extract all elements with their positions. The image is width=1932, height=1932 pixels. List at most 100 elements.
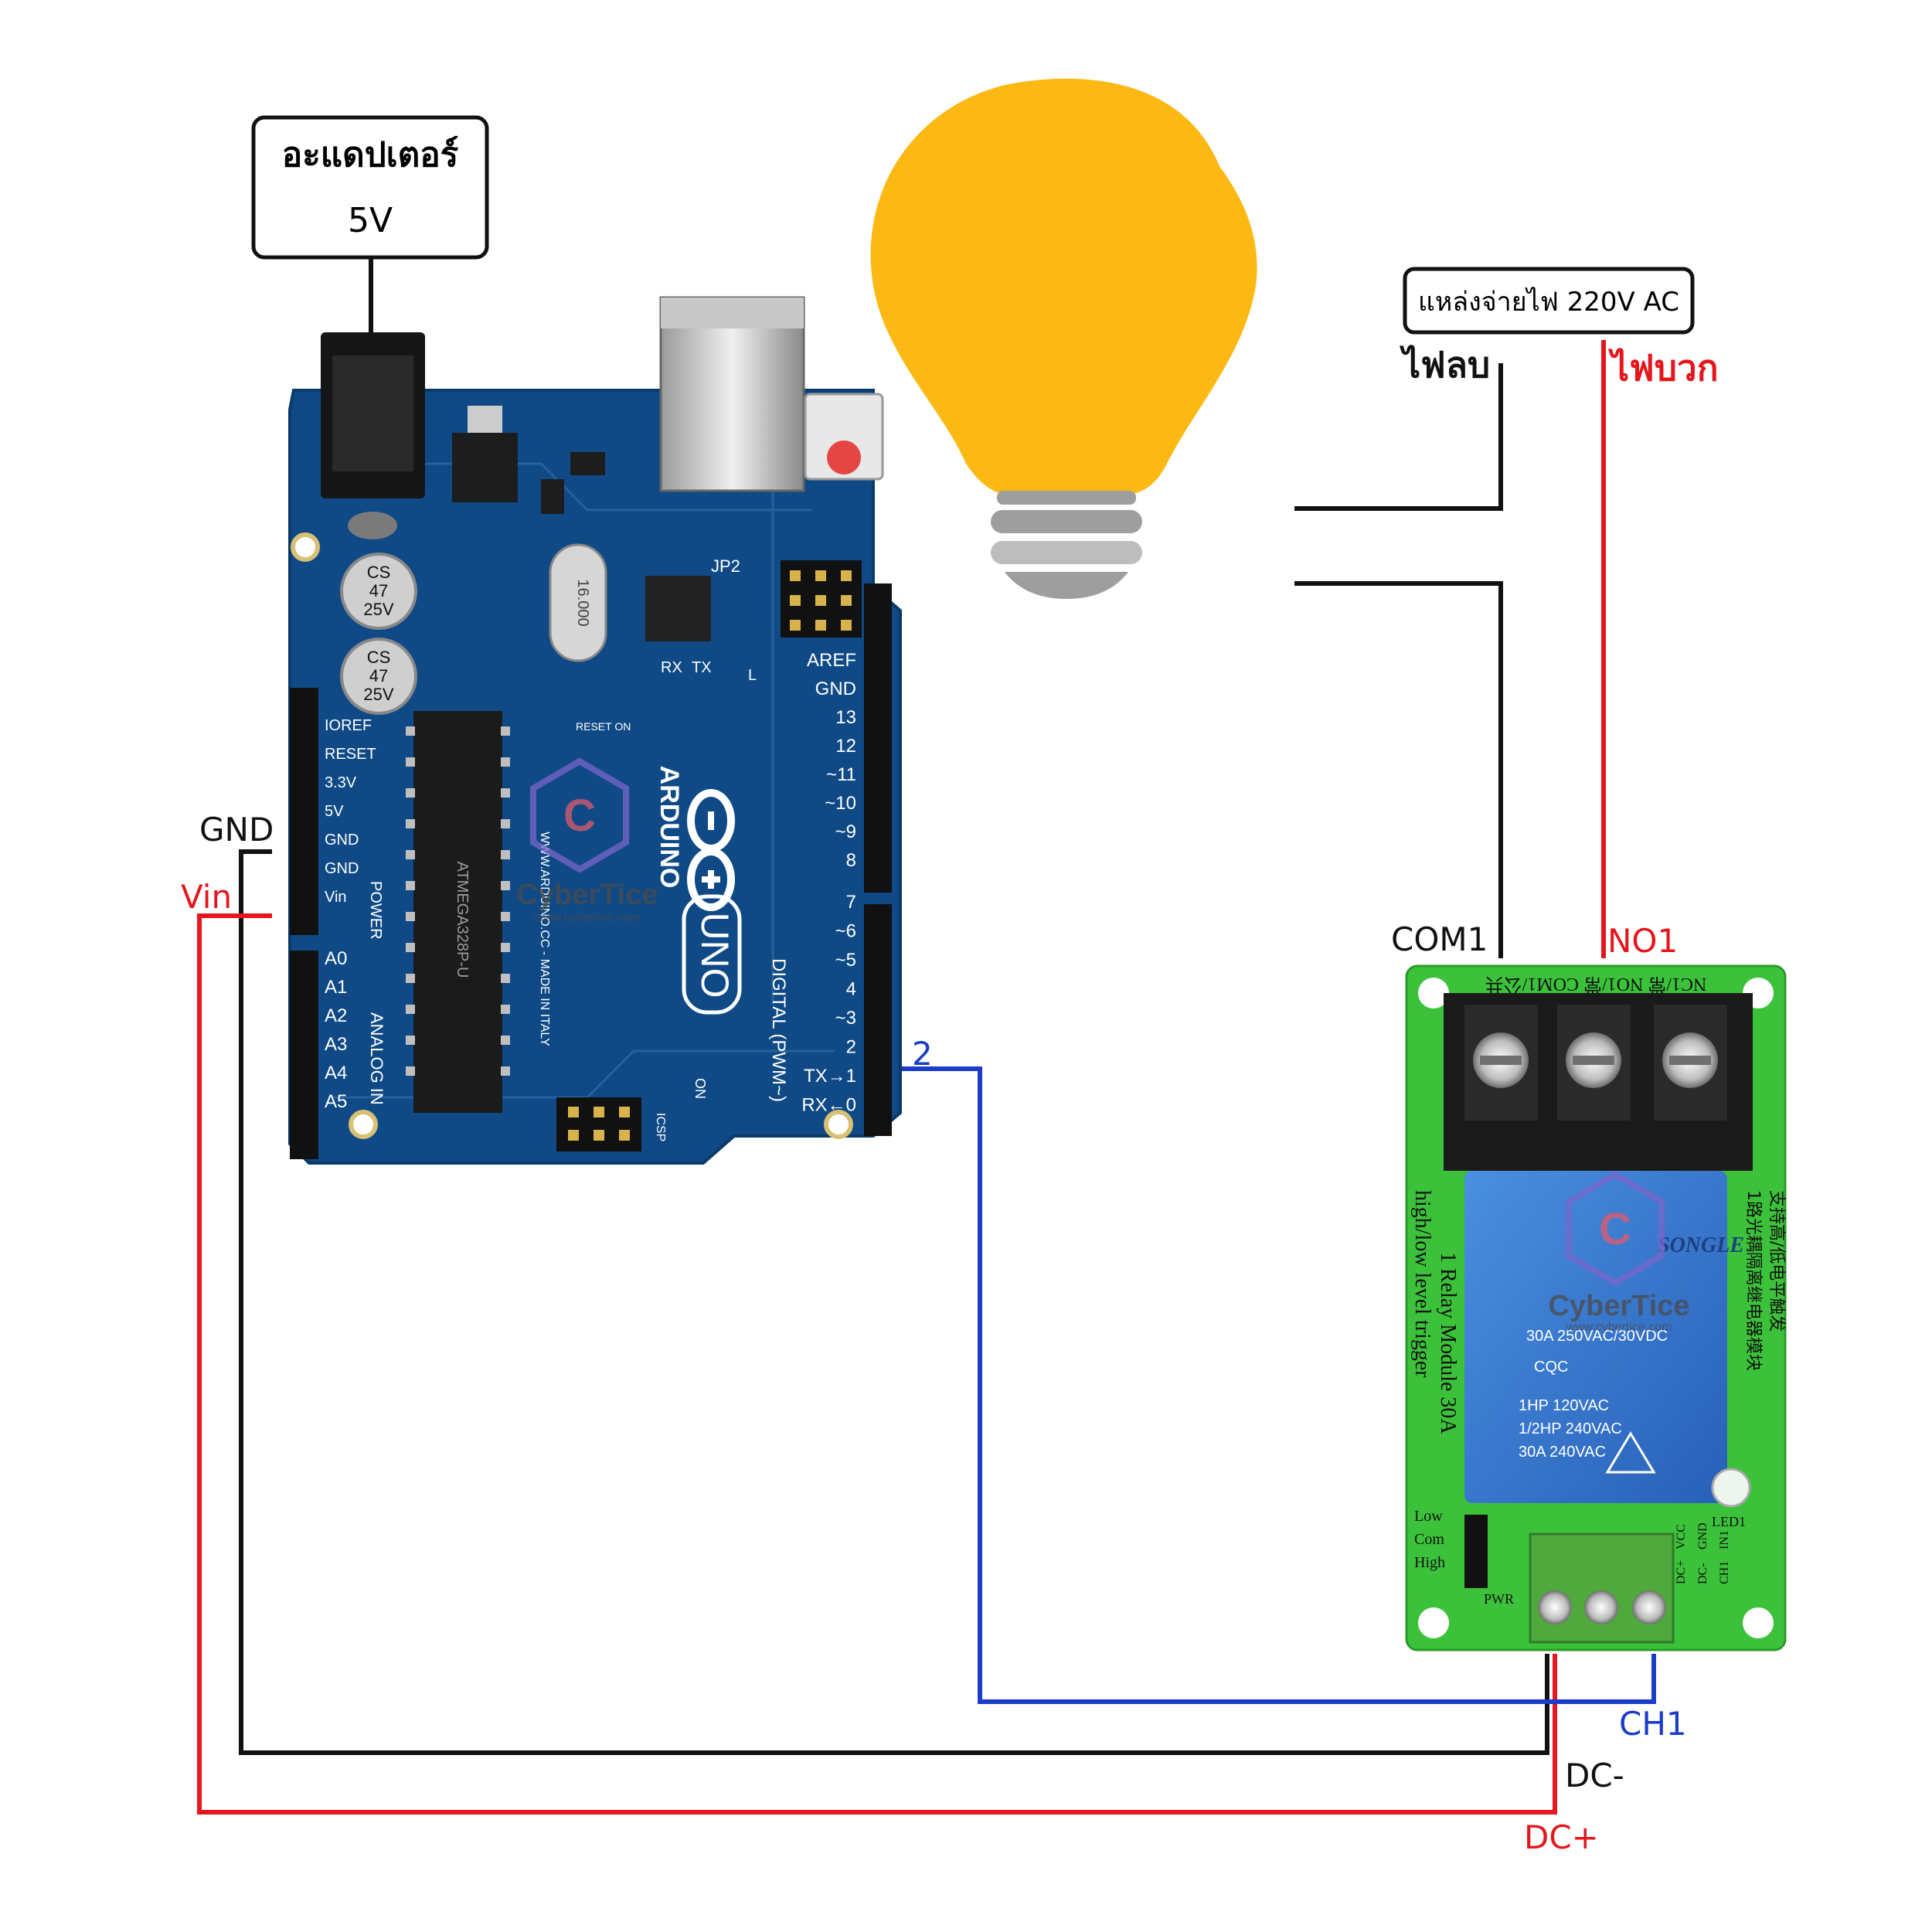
dc-jack bbox=[321, 332, 425, 539]
cqc-label: CQC bbox=[1534, 1359, 1568, 1376]
adapter-voltage: 5V bbox=[348, 201, 393, 240]
pin-label: ~5 bbox=[835, 950, 856, 971]
capacitor-top: CS 47 25V bbox=[340, 553, 417, 630]
jp2-label: JP2 bbox=[711, 556, 740, 576]
relay-pin-label: VCC bbox=[1675, 1524, 1688, 1549]
svg-text:Com: Com bbox=[1414, 1531, 1444, 1548]
svg-text:UNO: UNO bbox=[693, 912, 736, 998]
pin-label: A0 bbox=[325, 948, 347, 969]
pin-label: Vin bbox=[325, 889, 347, 906]
svg-text:CS: CS bbox=[367, 563, 391, 582]
watermark-url-left: www.cybertice.com bbox=[534, 911, 641, 924]
neutral-label: ไฟลบ bbox=[1399, 344, 1490, 386]
dc-plus-label: DC+ bbox=[1524, 1818, 1599, 1856]
pin-label: A1 bbox=[325, 977, 347, 998]
pin-label: GND bbox=[325, 832, 359, 849]
uno-badge: UNO bbox=[682, 894, 742, 1015]
svg-text:25V: 25V bbox=[363, 685, 393, 704]
pin-label: 13 bbox=[835, 707, 856, 728]
svg-text:47: 47 bbox=[369, 666, 388, 685]
watermark-name-left: CyberTice bbox=[516, 879, 658, 911]
reset-button bbox=[804, 393, 884, 481]
pin-label: 5V bbox=[325, 803, 344, 820]
gnd-label: GND bbox=[199, 811, 274, 849]
svg-text:1HP 120VAC: 1HP 120VAC bbox=[1519, 1397, 1609, 1414]
svg-text:High: High bbox=[1414, 1554, 1445, 1571]
ch1-label: CH1 bbox=[1619, 1705, 1687, 1743]
svg-text:支持高/低电平触发: 支持高/低电平触发 bbox=[1767, 1190, 1786, 1332]
pin-label: ~3 bbox=[835, 1008, 856, 1029]
pin-label: A3 bbox=[325, 1034, 347, 1055]
pin-label: 7 bbox=[846, 892, 856, 913]
relay-pin-label: DC- bbox=[1696, 1563, 1709, 1584]
relay-pin-label: IN1 bbox=[1718, 1530, 1731, 1549]
svg-text:C: C bbox=[563, 791, 596, 841]
analog-label: ANALOG IN bbox=[367, 1012, 386, 1105]
digital-label: DIGITAL (PWM~) bbox=[768, 958, 789, 1102]
pin-label: GND bbox=[815, 679, 856, 699]
watermark-url-right: www.cybertice.com bbox=[1566, 1321, 1672, 1334]
rx-label: RX bbox=[661, 659, 682, 676]
svg-text:16.000: 16.000 bbox=[574, 579, 591, 626]
digital-header bbox=[864, 583, 892, 1136]
power-header bbox=[290, 688, 318, 1159]
pin-label: 2 bbox=[846, 1037, 856, 1058]
pin-label: RESET bbox=[325, 746, 376, 763]
power-label: POWER bbox=[367, 881, 384, 940]
terminal-label: NC1/常 NO1/常 COM1/公共 bbox=[1485, 974, 1707, 995]
pin-label: GND bbox=[325, 860, 359, 877]
relay-pin-label: CH1 bbox=[1718, 1561, 1731, 1584]
pin-label: 4 bbox=[846, 979, 856, 1000]
brand-label: ARDUINO bbox=[655, 766, 684, 889]
vin-label: Vin bbox=[181, 878, 232, 916]
wires bbox=[197, 257, 1656, 1815]
reset-on-label: RESET ON bbox=[576, 720, 631, 733]
pin-label: IOREF bbox=[325, 717, 372, 734]
svg-text:SONGLE: SONGLE bbox=[1658, 1233, 1744, 1257]
led1-label: LED1 bbox=[1712, 1514, 1746, 1529]
svg-text:47: 47 bbox=[369, 581, 388, 600]
pin-label: TX→1 bbox=[804, 1066, 856, 1087]
pin-label: 8 bbox=[846, 850, 856, 871]
neutral-wire bbox=[1294, 363, 1503, 511]
svg-text:Low: Low bbox=[1414, 1508, 1443, 1525]
ac-source-box: แหล่งจ่ายไฟ 220V AC ไฟลบ ไฟบวก bbox=[1399, 267, 1719, 389]
no1-label: NO1 bbox=[1607, 922, 1678, 960]
adapter-box: อะแดปเตอร์ 5V bbox=[251, 115, 489, 260]
tx-label: TX bbox=[692, 659, 712, 676]
capacitor-bottom: CS 47 25V bbox=[340, 638, 417, 715]
site-label: WWW.ARDUINO.CC - MADE IN ITALY bbox=[538, 832, 551, 1046]
pin2-label: 2 bbox=[912, 1035, 933, 1073]
relay-pin-label: DC+ bbox=[1675, 1560, 1688, 1584]
light-bulb-icon bbox=[870, 78, 1257, 599]
usb-connector bbox=[659, 296, 805, 492]
svg-text:1 Relay Module 30A: 1 Relay Module 30A bbox=[1436, 1252, 1460, 1434]
pin-label: ~6 bbox=[835, 921, 856, 942]
input-terminal bbox=[1529, 1532, 1675, 1644]
arduino-logo-icon bbox=[687, 789, 735, 911]
gnd-wire bbox=[239, 849, 1549, 1755]
on-label: ON bbox=[692, 1078, 708, 1099]
adapter-title: อะแดปเตอร์ bbox=[282, 135, 459, 175]
digital-pin-labels-bottom: 7 ~6 ~5 4 ~3 2TX→1RX←0 bbox=[801, 892, 856, 1116]
svg-text:25V: 25V bbox=[363, 600, 393, 619]
pwr-label: PWR bbox=[1484, 1591, 1514, 1607]
watermark-logo-right: C CyberTice www.cybertice.com bbox=[1548, 1171, 1690, 1334]
dc-minus-label: DC- bbox=[1565, 1757, 1624, 1794]
pin-label: ~11 bbox=[826, 764, 856, 785]
svg-text:1/2HP 240VAC: 1/2HP 240VAC bbox=[1519, 1420, 1622, 1437]
pin2-wire bbox=[896, 1066, 1656, 1704]
svg-text:high/low level trigger: high/low level trigger bbox=[1410, 1190, 1434, 1378]
svg-text:1路光耦隔离继电器模块: 1路光耦隔离继电器模块 bbox=[1743, 1190, 1763, 1371]
pin-label: 12 bbox=[835, 736, 856, 757]
svg-text:ATMEGA328P-U: ATMEGA328P-U bbox=[454, 862, 471, 978]
atmega-chip: ATMEGA328P-U bbox=[406, 711, 510, 1113]
pin-label: RX←0 bbox=[801, 1095, 856, 1116]
pin-label: A5 bbox=[325, 1091, 347, 1112]
trigger-jumper: Low Com High bbox=[1414, 1508, 1488, 1588]
